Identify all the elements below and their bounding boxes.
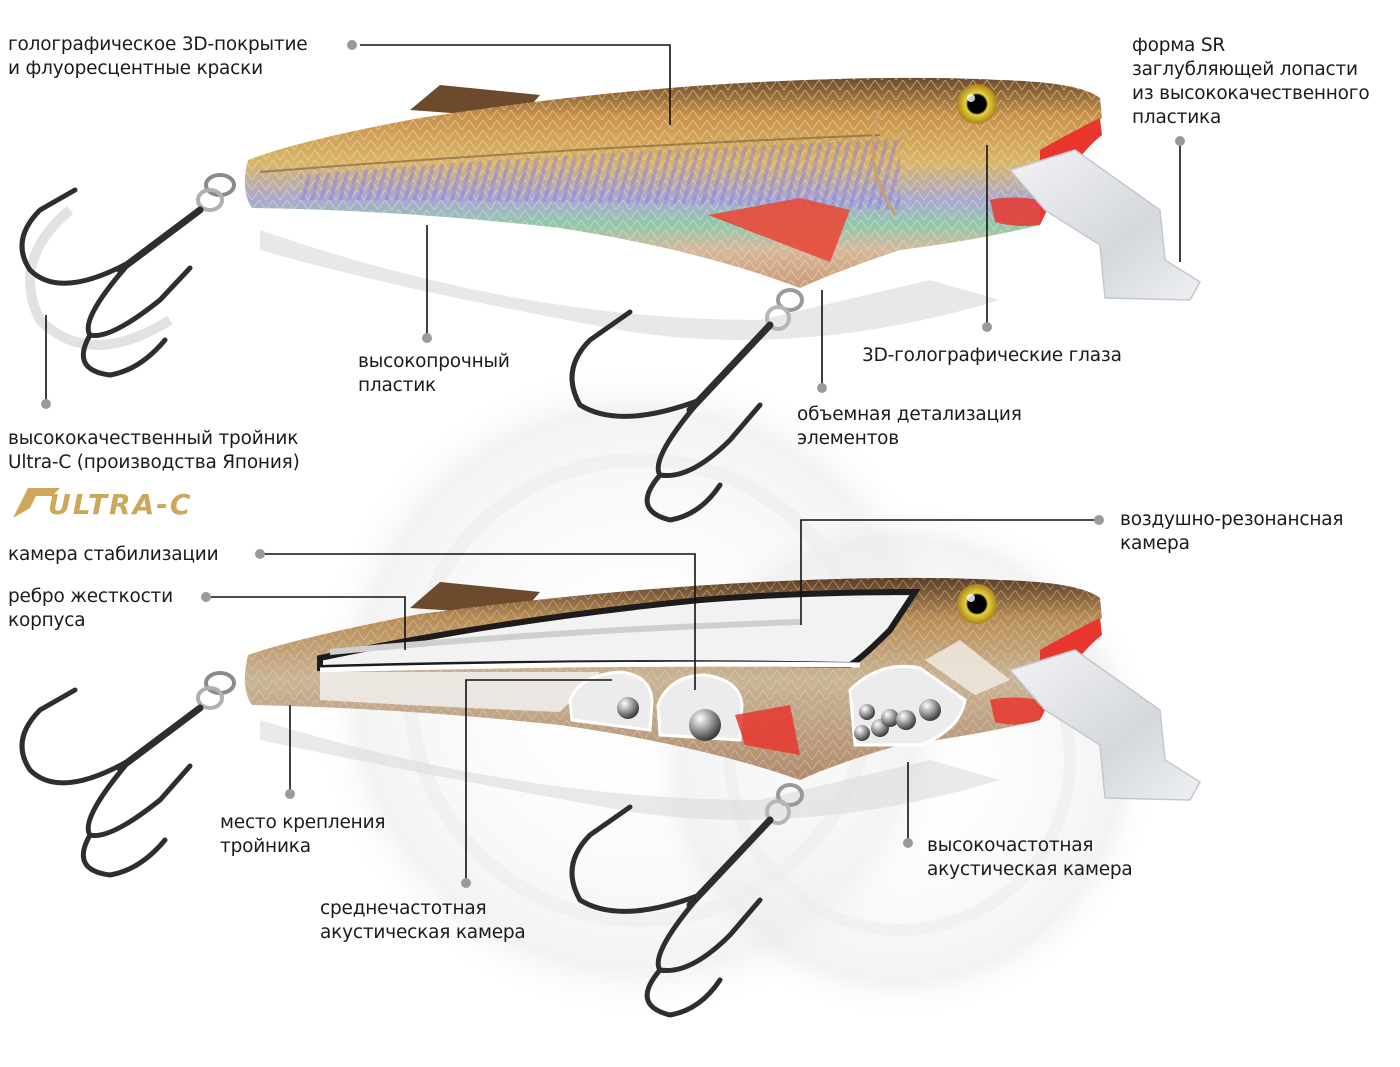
label-treble-hook: высококачественный тройник Ultra-C (прои… <box>8 427 300 475</box>
top-lure <box>19 77 1202 523</box>
leader-mid-freq <box>465 679 612 882</box>
label-line: место крепления <box>220 812 386 833</box>
label-hook-mount: место крепления тройника <box>220 811 386 859</box>
label-dive-lip: форма SR заглубляющей лопасти из высокок… <box>1132 34 1370 130</box>
diving-lip <box>1008 649 1202 801</box>
label-line: форма SR <box>1132 35 1226 56</box>
label-line: Ultra-C (производства Япония) <box>8 452 300 473</box>
treble-hook-belly <box>569 309 774 523</box>
label-line: голографическое 3D-покрытие <box>8 34 308 55</box>
label-holo-eyes: 3D-голографические глаза <box>862 344 1122 368</box>
label-line: ребро жесткости <box>8 586 173 607</box>
label-line: из высококачественного <box>1132 83 1370 104</box>
label-line: объемная детализация <box>797 404 1022 425</box>
label-line: воздушно-резонансная <box>1120 509 1344 530</box>
label-line: заглубляющей лопасти <box>1132 59 1358 80</box>
label-line: высококачественный тройник <box>8 428 299 449</box>
label-line: элементов <box>797 428 899 449</box>
label-stiffening-rib: ребро жесткости корпуса <box>8 585 173 633</box>
label-line: 3D-голографические глаза <box>862 345 1122 366</box>
label-holo-coating: голографическое 3D-покрытие и флуоресцен… <box>8 33 308 81</box>
label-line: корпуса <box>8 610 86 631</box>
pectoral-fin <box>708 198 850 262</box>
stiffening-rib <box>319 661 861 673</box>
label-detail-3d: объемная детализация элементов <box>797 403 1022 451</box>
label-line: камера <box>1120 533 1190 554</box>
eye-icon <box>957 84 997 124</box>
diving-lip <box>1008 149 1202 301</box>
label-air-resonance: воздушно-резонансная камера <box>1120 508 1344 556</box>
eye-icon <box>957 584 997 624</box>
ultra-c-logo-icon: ULTRA-C <box>13 488 192 521</box>
label-line: тройника <box>220 836 311 857</box>
label-line: пластик <box>358 375 437 396</box>
leader-rib <box>208 596 406 650</box>
label-line: акустическая камера <box>927 859 1133 880</box>
label-line: высокочастотная <box>927 835 1094 856</box>
label-line: акустическая камера <box>320 922 526 943</box>
label-line: высокопрочный <box>358 351 510 372</box>
label-line: пластика <box>1132 107 1222 128</box>
logo-text: ULTRA-C <box>48 488 192 521</box>
label-high-frequency: высокочастотная акустическая камера <box>927 834 1133 882</box>
leader-stabilization <box>262 553 696 690</box>
label-line: и флуоресцентные краски <box>8 58 263 79</box>
leader-lines <box>45 44 1181 882</box>
leader-holo-coating <box>360 44 671 125</box>
leader-air <box>800 519 1097 625</box>
label-mid-frequency: среднечастотная акустическая камера <box>320 897 526 945</box>
label-stabilization-chamber: камера стабилизации <box>8 543 219 567</box>
treble-hook-rear <box>19 187 204 378</box>
label-line: среднечастотная <box>320 898 487 919</box>
label-strong-plastic: высокопрочный пластик <box>358 350 510 398</box>
leader-dots <box>41 40 1185 888</box>
label-line: камера стабилизации <box>8 544 219 565</box>
treble-hook-belly <box>569 804 774 1018</box>
treble-hook-rear <box>19 687 204 878</box>
bottom-lure <box>19 577 1202 1018</box>
